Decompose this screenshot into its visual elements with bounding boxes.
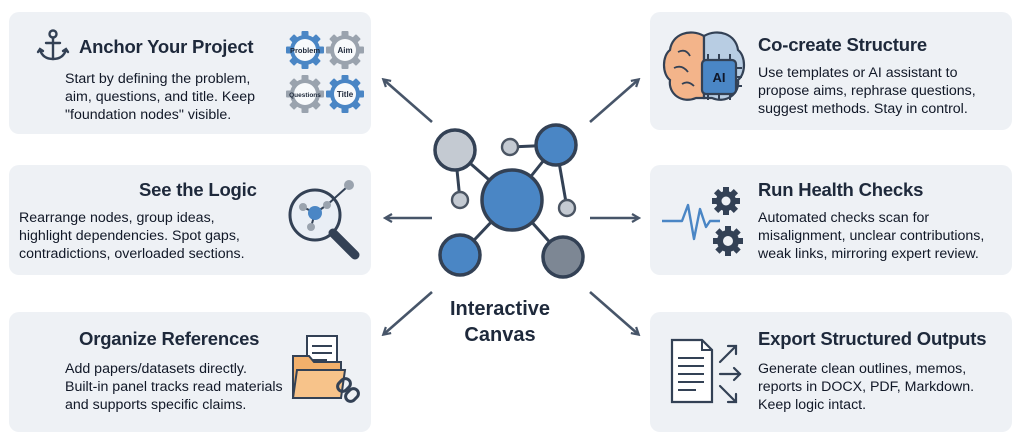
anchor-icon [36, 29, 70, 61]
node-center [480, 168, 544, 232]
card-description: Rearrange nodes, group ideas, highlight … [19, 210, 245, 262]
export-document-icon [670, 338, 742, 404]
node-bottom-right [541, 235, 585, 279]
center-title-line2: Canvas [464, 324, 536, 346]
gear-label-problem: Problem [290, 46, 320, 55]
center-title: Interactive Canvas [430, 296, 570, 348]
brain-chip-icon: AI [662, 31, 746, 101]
card-cocreate: AI Co-create Structure Use templates or … [650, 12, 1012, 130]
folder-documents-icon [291, 335, 360, 403]
card-description: Start by defining the problem, aim, ques… [65, 71, 256, 123]
node-top-right [534, 123, 578, 167]
card-description: Add papers/datasets directly. Built-in p… [65, 361, 283, 413]
node-small-left [450, 190, 470, 210]
card-description: Generate clean outlines, memos, reports … [758, 361, 975, 413]
node-small-right [557, 198, 577, 218]
heartbeat-gears-icon [662, 187, 743, 256]
card-description: Use templates or AI assistant to propose… [758, 65, 976, 117]
card-export: Export Structured Outputs Generate clean… [650, 312, 1012, 432]
card-title: Anchor Your Project [79, 36, 254, 57]
gear-label-title: Title [337, 90, 354, 99]
card-title: Co-create Structure [758, 34, 927, 55]
card-health: Run Health Checks Automated checks scan … [650, 165, 1012, 275]
node-top-left [433, 128, 477, 172]
card-title: Organize References [79, 328, 260, 349]
arrow-to-references [384, 291, 433, 334]
card-references: Organize References Add papers/datasets … [9, 312, 371, 432]
card-title: Export Structured Outputs [758, 328, 987, 349]
ai-chip-label: AI [713, 70, 726, 85]
card-title: See the Logic [139, 179, 257, 200]
magnifier-network-icon [288, 180, 360, 260]
card-title: Run Health Checks [758, 179, 924, 200]
arrow-to-anchor [384, 80, 433, 123]
card-description: Automated checks scan for misalignment, … [758, 210, 985, 262]
gear-label-questions: Questions [289, 92, 321, 99]
node-bottom-left [438, 233, 482, 277]
node-small-top [500, 137, 520, 157]
card-logic: See the Logic Rearrange nodes, group ide… [9, 165, 371, 275]
gear-label-aim: Aim [337, 46, 352, 55]
center-title-line1: Interactive [449, 298, 551, 320]
arrow-to-export [589, 291, 638, 334]
arrow-to-cocreate [589, 80, 638, 123]
gears-icon: Problem Aim Questions Title [286, 31, 364, 113]
card-anchor: Anchor Your Project Start by defining th… [9, 12, 371, 134]
